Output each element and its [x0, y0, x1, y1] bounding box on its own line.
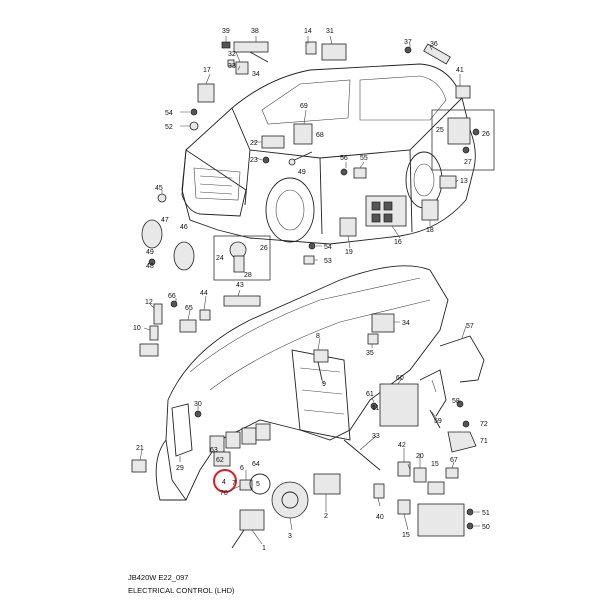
- callout-1: 1: [262, 545, 266, 552]
- callout-57: 57: [466, 323, 474, 330]
- callout-23: 23: [250, 157, 258, 164]
- callout-61: 61: [366, 391, 374, 398]
- callout-52: 52: [165, 124, 173, 131]
- callout-70: 70: [220, 490, 228, 497]
- callout-69: 69: [300, 103, 308, 110]
- callout-68: 68: [316, 132, 324, 139]
- callout-labels: 39 38 32 33 34 17 54 52 14 31 37 36 41 2…: [133, 28, 490, 552]
- callout-28: 28: [244, 272, 252, 279]
- callout-8: 8: [316, 333, 320, 340]
- callout-54b: 54: [324, 244, 332, 251]
- callout-41: 41: [456, 67, 464, 74]
- callout-3: 3: [288, 533, 292, 540]
- vehicle-outline: [181, 63, 476, 245]
- diagram-footer: JB420W E22_097 ELECTRICAL CONTROL (LHD): [128, 571, 235, 597]
- callout-48: 48: [146, 263, 154, 270]
- callout-64: 64: [252, 461, 260, 468]
- callout-33b: 33: [372, 433, 380, 440]
- callout-65: 65: [185, 305, 193, 312]
- callout-26b: 26: [260, 245, 268, 252]
- callout-5: 5: [256, 481, 260, 488]
- callout-49: 49: [298, 169, 306, 176]
- callout-34b: 34: [402, 320, 410, 327]
- callout-15a: 15: [402, 532, 410, 539]
- callout-55: 55: [360, 155, 368, 162]
- callout-50: 50: [482, 524, 490, 531]
- callout-9: 9: [322, 381, 326, 388]
- callout-63: 63: [210, 447, 218, 454]
- callout-29: 29: [176, 465, 184, 472]
- callout-47: 47: [161, 217, 169, 224]
- callout-20: 20: [416, 453, 424, 460]
- callout-16: 16: [394, 239, 402, 246]
- callout-62: 62: [216, 457, 224, 464]
- callout-33: 33: [228, 63, 236, 70]
- callout-39: 39: [222, 28, 230, 35]
- callout-15b: 15: [431, 461, 439, 468]
- callout-36: 36: [430, 41, 438, 48]
- callout-43: 43: [236, 282, 244, 289]
- diagram-title: ELECTRICAL CONTROL (LHD): [128, 586, 235, 595]
- callout-27: 27: [464, 159, 472, 166]
- callout-67: 67: [450, 457, 458, 464]
- callout-10: 10: [133, 325, 141, 332]
- callout-26a: 26: [482, 131, 490, 138]
- callout-46: 46: [180, 224, 188, 231]
- diagram-code: JB420W E22_097: [128, 573, 189, 582]
- callout-12: 12: [145, 299, 153, 306]
- callout-31: 31: [326, 28, 334, 35]
- callout-49b: 49: [146, 249, 154, 256]
- callout-32: 32: [228, 51, 236, 58]
- callout-4-label: 4: [222, 479, 226, 486]
- callout-72: 72: [480, 421, 488, 428]
- callout-25: 25: [436, 127, 444, 134]
- callout-66: 66: [168, 293, 176, 300]
- callout-13: 13: [460, 178, 468, 185]
- callout-56: 56: [340, 155, 348, 162]
- callout-71: 71: [480, 438, 488, 445]
- callout-37: 37: [404, 39, 412, 46]
- callout-44: 44: [200, 290, 208, 297]
- leader-lines: [139, 35, 480, 545]
- callout-18: 18: [426, 227, 434, 234]
- callout-6: 6: [240, 465, 244, 472]
- callout-51: 51: [482, 510, 490, 517]
- callout-17: 17: [203, 67, 211, 74]
- callout-59: 59: [434, 418, 442, 425]
- callout-11: 11: [372, 405, 379, 412]
- callout-22: 22: [250, 140, 258, 147]
- callout-54: 54: [165, 110, 173, 117]
- highlighted-callout-4[interactable]: 4: [213, 469, 237, 493]
- callout-60: 60: [396, 375, 404, 382]
- callout-2: 2: [324, 513, 328, 520]
- callout-35: 35: [366, 350, 374, 357]
- callout-30: 30: [194, 401, 202, 408]
- callout-19: 19: [345, 249, 353, 256]
- callout-24: 24: [216, 255, 224, 262]
- callout-38: 38: [251, 28, 259, 35]
- callout-7: 7: [232, 480, 236, 487]
- callout-42: 42: [398, 442, 406, 449]
- callout-14: 14: [304, 28, 312, 35]
- callout-40: 40: [376, 514, 384, 521]
- parts: [131, 41, 495, 549]
- callout-34: 34: [252, 71, 260, 78]
- callout-21: 21: [136, 445, 144, 452]
- callout-45: 45: [155, 185, 163, 192]
- callout-53: 53: [324, 258, 332, 265]
- callout-58: 58: [452, 398, 460, 405]
